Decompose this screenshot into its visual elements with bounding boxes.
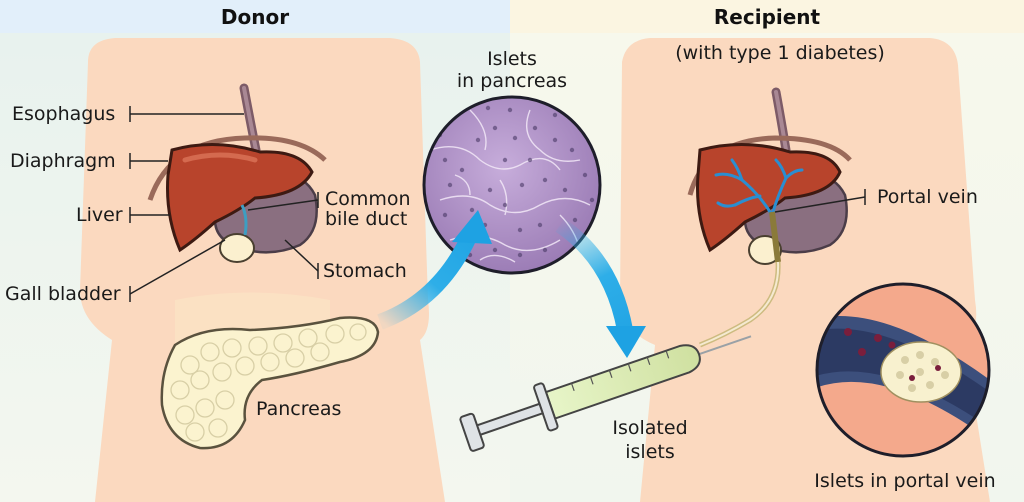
arrow-pancreas-to-islets [377, 210, 492, 330]
label-common-bile-duct-1: Common [325, 188, 411, 210]
gall-bladder-leader [129, 239, 226, 295]
recipient-portal-vein-branches [714, 158, 804, 217]
recipient-header: Recipient [510, 0, 1024, 33]
label-liver: Liver [76, 204, 123, 226]
portal-vein-leader [774, 196, 866, 213]
donor-leader-lines [129, 106, 319, 302]
syringe-barrel [544, 344, 701, 420]
islet-micrograph [422, 95, 602, 275]
donor-diaphragm [147, 135, 327, 201]
donor-pancreas [160, 316, 380, 450]
label-islets-syringe: islets [625, 441, 675, 463]
recipient-liver [696, 143, 842, 253]
donor-liver-highlight [182, 152, 258, 163]
donor-gall-bladder [219, 233, 255, 263]
stomach-leader [284, 239, 319, 272]
recipient-esophagus-highlight [774, 90, 788, 152]
label-isolated: Isolated [612, 417, 688, 439]
label-pancreas: Pancreas [256, 398, 342, 420]
donor-header: Donor [0, 0, 510, 33]
label-common-bile-duct-2: bile duct [325, 208, 408, 230]
label-islets-in-portal-vein: Islets in portal vein [814, 470, 996, 492]
label-in-pancreas: in pancreas [456, 70, 568, 92]
syringe-plunger-cap [459, 412, 485, 452]
bile-duct-leader [247, 199, 319, 211]
label-stomach: Stomach [323, 260, 407, 282]
syringe-needle [698, 335, 752, 356]
portal-vein-inset [815, 282, 991, 458]
donor-liver [166, 143, 314, 253]
recipient-portal-vein-trunk [769, 211, 781, 263]
donor-esophagus-highlight [242, 86, 258, 152]
recipient-condition: (with type 1 diabetes) [675, 42, 885, 64]
label-diaphragm: Diaphragm [10, 150, 116, 172]
label-portal-vein: Portal vein [877, 186, 978, 208]
donor-bile-duct [240, 204, 248, 236]
label-islets: Islets [487, 48, 537, 70]
donor-pancreas-lobules [170, 323, 367, 442]
label-gall-bladder: Gall bladder [5, 283, 121, 305]
label-esophagus: Esophagus [12, 103, 116, 125]
arrow-islets-to-syringe [555, 218, 646, 358]
syringe [459, 335, 752, 452]
